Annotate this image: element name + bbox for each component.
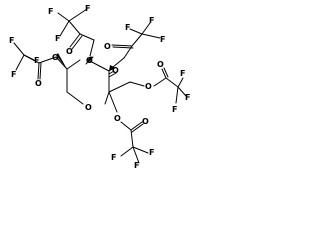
atom-label-o: O xyxy=(112,66,119,75)
bond xyxy=(104,91,110,105)
bond xyxy=(129,28,143,35)
atom-label-o: O xyxy=(52,53,59,62)
bond xyxy=(123,45,133,59)
bond xyxy=(55,56,68,70)
bond xyxy=(38,56,57,64)
bond xyxy=(23,54,40,64)
bond xyxy=(112,46,134,49)
atom-label-o: O xyxy=(142,117,149,126)
bond xyxy=(120,146,134,157)
atom-label-f: F xyxy=(48,7,53,16)
bond xyxy=(68,20,81,35)
bond xyxy=(120,121,132,131)
bond xyxy=(71,35,83,50)
atom-label-f: F xyxy=(134,161,139,170)
hashed-bond xyxy=(86,56,93,63)
bond xyxy=(141,33,161,39)
bond xyxy=(79,33,95,41)
atom-label-o: O xyxy=(104,42,111,51)
atom-label-o: O xyxy=(85,103,92,112)
bond xyxy=(131,33,143,47)
atom-label-o: O xyxy=(66,47,73,56)
atom-label-f: F xyxy=(160,35,165,44)
hashed-bond xyxy=(85,56,94,65)
atom-label-f: F xyxy=(180,69,185,78)
bond xyxy=(59,20,70,37)
atom-label-f: F xyxy=(149,148,154,157)
bond xyxy=(153,77,167,87)
bond xyxy=(111,44,133,47)
bond xyxy=(129,81,145,87)
bond xyxy=(141,22,151,35)
bond xyxy=(66,59,81,70)
stereo-bonds xyxy=(56,53,117,78)
atom-label-f: F xyxy=(11,70,16,79)
bond xyxy=(132,146,140,164)
bond xyxy=(68,8,88,22)
atom-label-o: O xyxy=(86,56,93,65)
atom-label-o: O xyxy=(157,60,164,69)
atom-labels: F F F O O F F F O O F F F O O O O F F F … xyxy=(9,4,190,170)
atom-label-f: F xyxy=(172,105,177,114)
bond xyxy=(132,146,149,154)
bond xyxy=(108,91,118,113)
bond xyxy=(89,39,95,57)
bond xyxy=(175,86,179,104)
atom-label-o: O xyxy=(35,79,42,88)
hashed-bond xyxy=(87,56,92,61)
bond xyxy=(87,59,110,72)
molecule-structure: F F F O O F F F O O F F F O O O O F F F … xyxy=(9,4,190,170)
bond xyxy=(161,68,167,79)
bond xyxy=(13,42,25,56)
bond xyxy=(37,62,40,80)
hashed-bond xyxy=(108,70,115,75)
hashed-bond xyxy=(108,68,113,72)
bond xyxy=(66,91,84,105)
bond xyxy=(177,77,184,88)
bond xyxy=(130,121,143,131)
atom-label-f: F xyxy=(125,23,130,32)
hashed-bond xyxy=(108,72,117,78)
bond xyxy=(130,129,134,148)
bond xyxy=(131,123,144,133)
atom-label-f: F xyxy=(9,36,14,45)
bond xyxy=(39,62,42,80)
atom-label-o: O xyxy=(145,82,152,91)
atom-label-f: F xyxy=(85,4,90,13)
bond xyxy=(108,81,131,93)
bond xyxy=(69,33,81,48)
atom-label-f: F xyxy=(34,56,39,65)
bond xyxy=(165,77,179,88)
bond xyxy=(177,86,187,97)
wedge-bond xyxy=(56,53,67,69)
bond xyxy=(163,67,169,78)
atom-label-f: F xyxy=(149,16,154,25)
bond xyxy=(112,57,125,68)
atom-label-f: F xyxy=(111,153,116,162)
bond xyxy=(57,12,70,22)
atom-label-o: O xyxy=(114,114,121,123)
bonds xyxy=(13,8,187,164)
atom-label-f: F xyxy=(185,93,190,102)
bond xyxy=(15,54,25,71)
atom-label-f: F xyxy=(55,34,60,43)
